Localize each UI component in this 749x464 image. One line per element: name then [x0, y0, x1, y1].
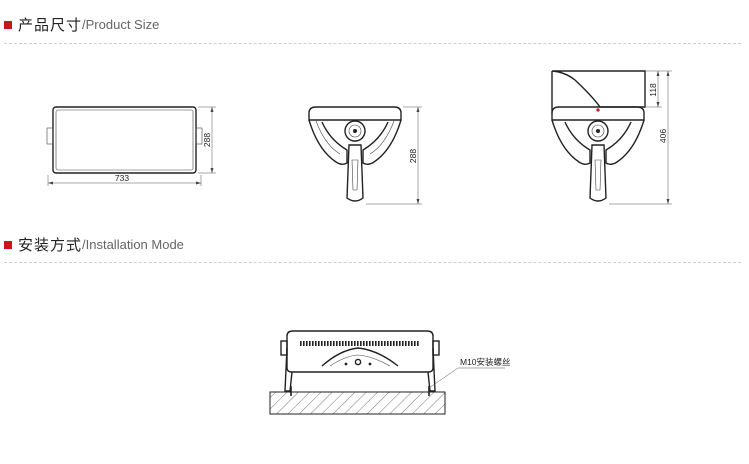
- dim-front-width: 733: [115, 173, 129, 183]
- dim-front-height: 288: [202, 133, 212, 147]
- section-title-en: /Product Size: [82, 16, 160, 32]
- section-divider: [4, 262, 741, 263]
- install-screw-label: M10安装螺丝: [460, 357, 511, 367]
- front-view-drawing: 733 288: [46, 106, 216, 186]
- section-title-zh: 产品尺寸: [18, 15, 83, 34]
- dim-visor-height: 118: [648, 83, 658, 97]
- dim-total-height: 406: [658, 129, 668, 143]
- installation-drawing: M10安装螺丝: [269, 330, 511, 415]
- section-title-zh: 安装方式: [18, 235, 83, 254]
- dim-side-height: 288: [408, 149, 418, 163]
- section-header-installation-mode: 安装方式 /Installation Mode: [4, 234, 184, 254]
- section-marker-icon: [4, 240, 12, 249]
- side-view-with-visor-drawing: 118 406: [551, 70, 672, 205]
- section-title-en: /Installation Mode: [82, 236, 184, 252]
- section-divider: [4, 43, 741, 44]
- section-header-product-size: 产品尺寸 /Product Size: [4, 14, 159, 34]
- side-view-drawing: 288: [308, 106, 422, 205]
- section-marker-icon: [4, 20, 12, 29]
